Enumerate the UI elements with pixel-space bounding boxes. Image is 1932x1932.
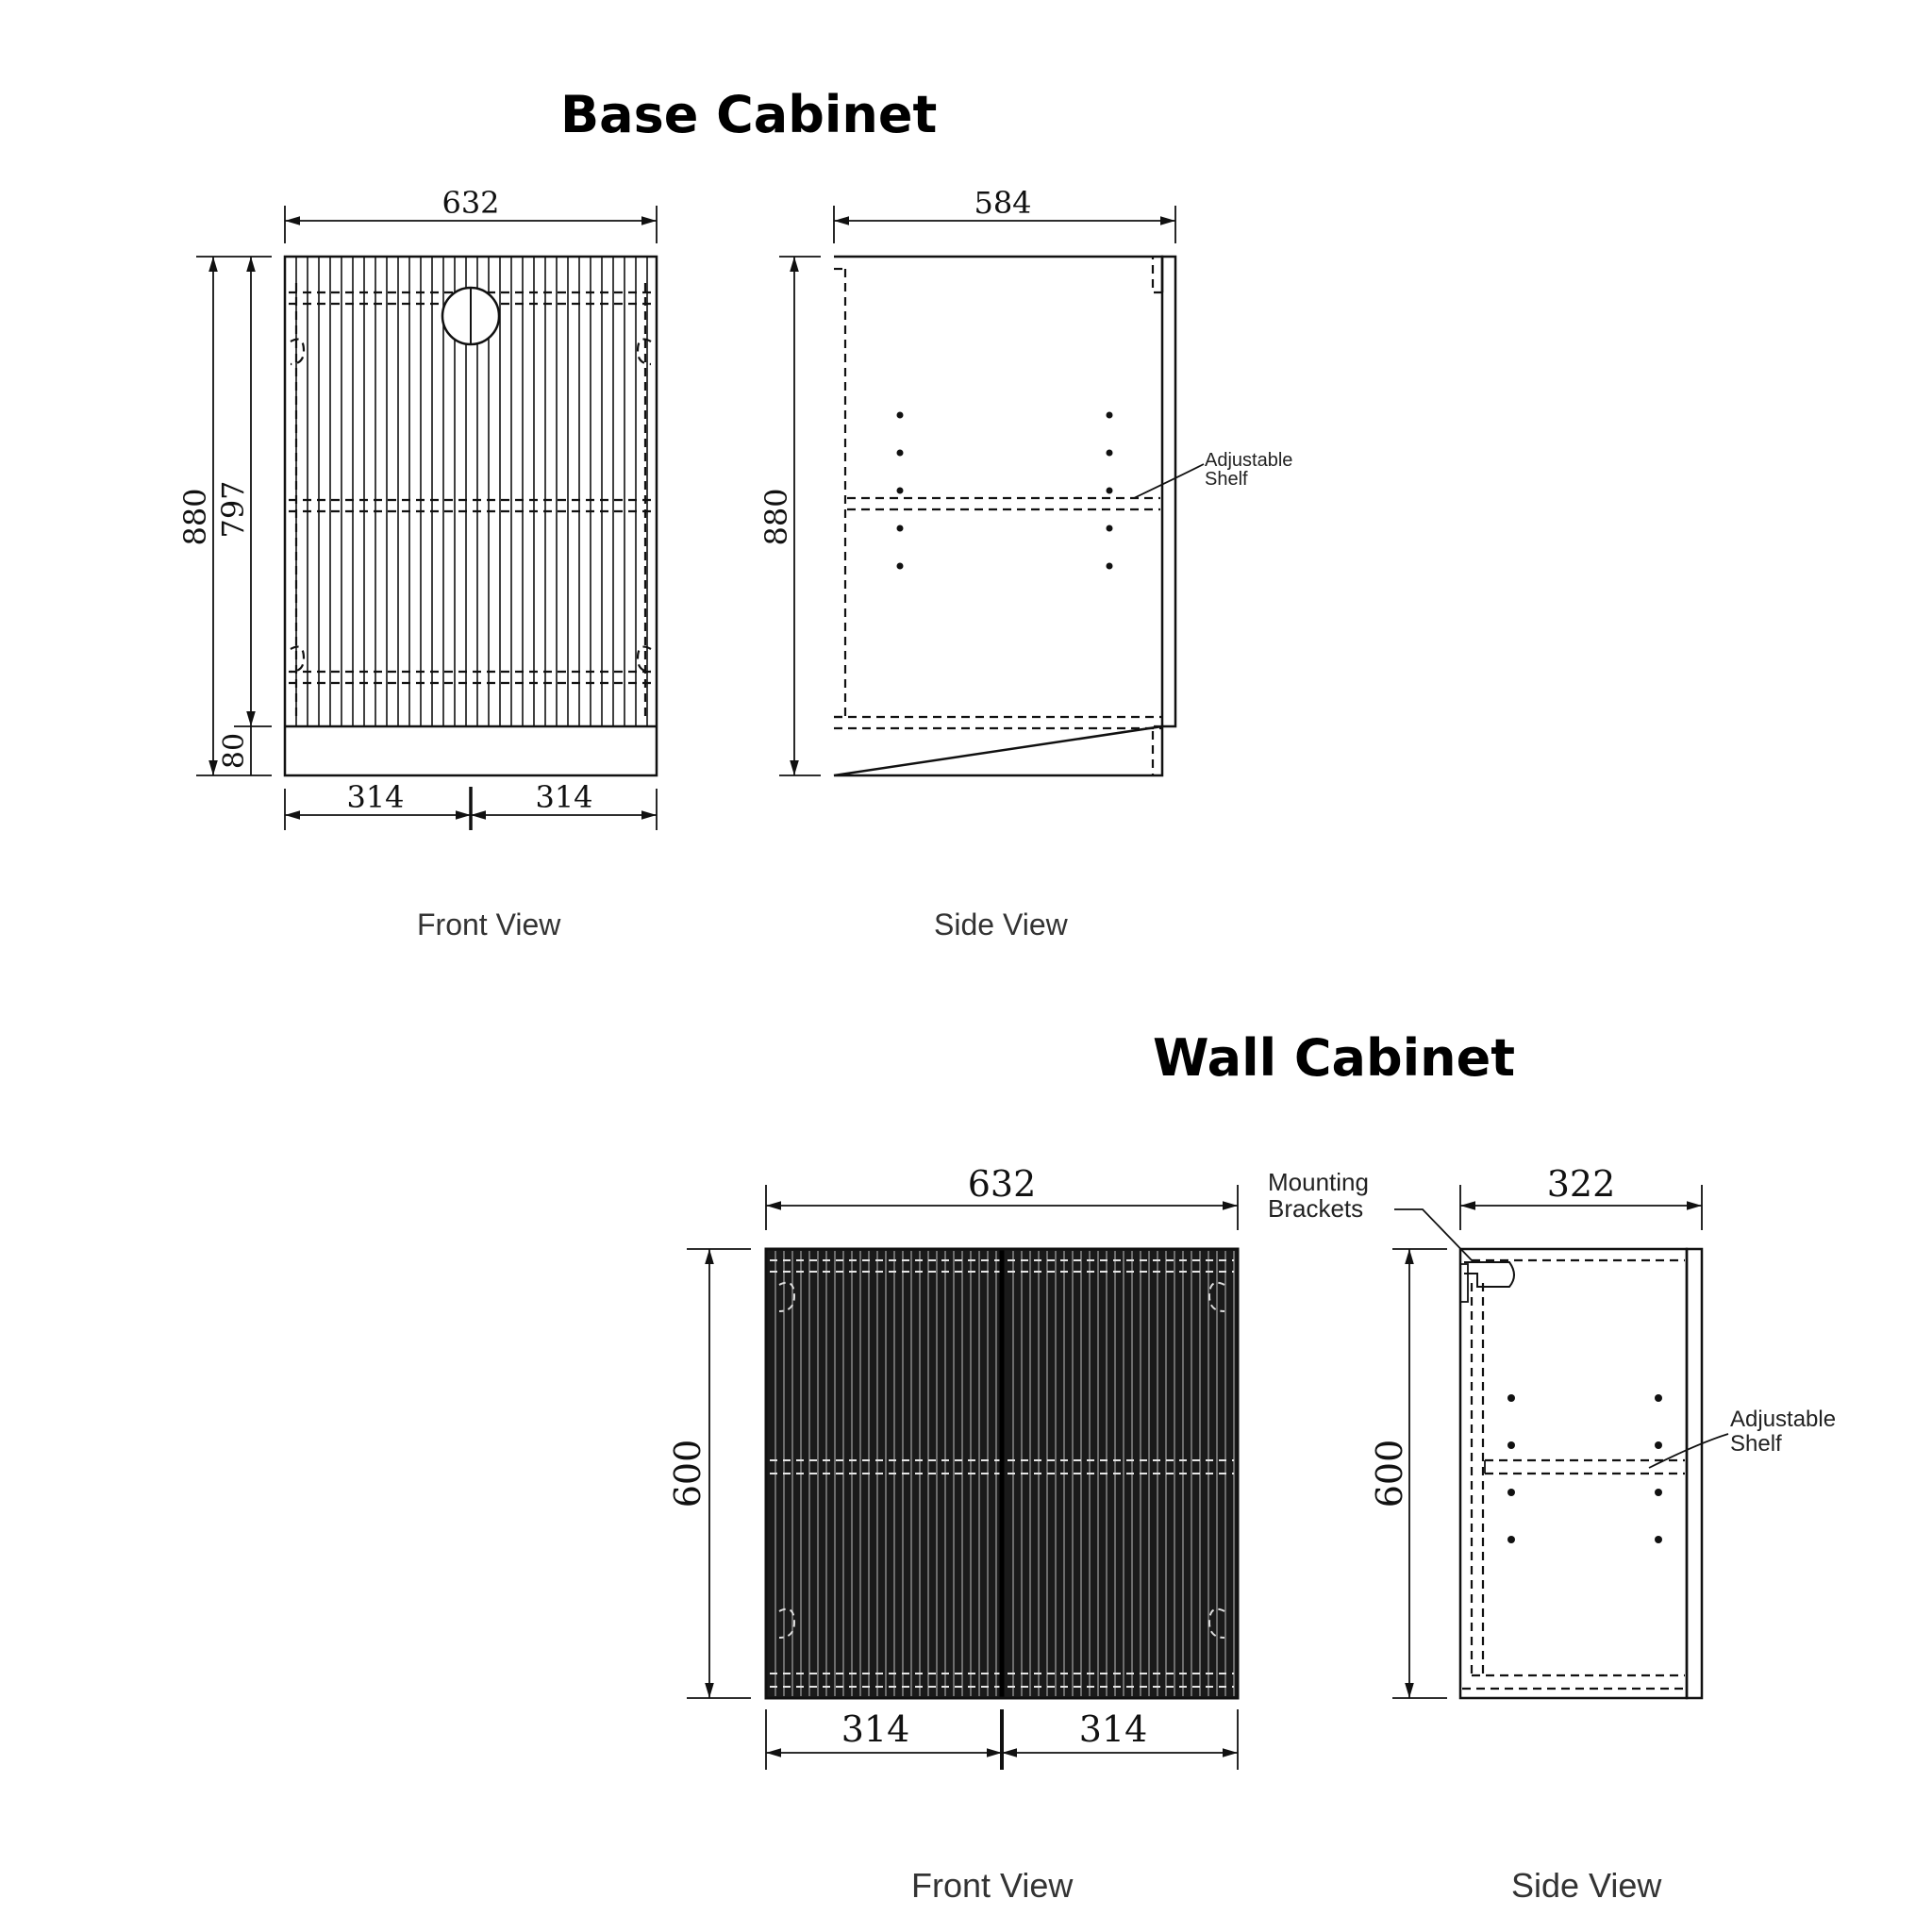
base-shelf-note-line2: Shelf xyxy=(1205,469,1248,490)
pin-hole xyxy=(1655,1536,1662,1543)
base-depth-value: 584 xyxy=(974,185,1031,221)
wall-shelf-note-line2: Shelf xyxy=(1730,1431,1782,1457)
hinge-icon xyxy=(636,338,652,366)
wall-bracket-note-line1: Mounting xyxy=(1268,1168,1369,1196)
pin-hole xyxy=(1106,487,1113,494)
pin-hole xyxy=(1507,1536,1515,1543)
hinge-icon xyxy=(1208,1281,1225,1312)
wall-shelf-pin-holes xyxy=(1507,1394,1662,1543)
pin-hole xyxy=(1106,449,1113,457)
pin-hole xyxy=(1655,1394,1662,1402)
pin-hole xyxy=(896,525,904,532)
wall-side-view: Mounting Brackets Adjustable Shelf 322 6… xyxy=(1268,1163,1836,1700)
base-side-carcass xyxy=(833,255,1164,777)
wall-door-left-value: 314 xyxy=(841,1708,910,1750)
base-side-view: Adjustable Shelf 584 880 xyxy=(758,185,1292,777)
hinge-icon xyxy=(1208,1607,1225,1639)
base-shelf-pin-holes xyxy=(896,411,1113,570)
base-kick-height-value: 80 xyxy=(218,733,251,769)
base-front-view: 632 880 797 80 314 314 xyxy=(177,185,658,830)
base-hidden-lines xyxy=(289,283,653,717)
base-door-right-value: 314 xyxy=(535,779,592,815)
base-side-view-label: Side View xyxy=(934,908,1068,941)
pin-hole xyxy=(1106,562,1113,570)
pin-hole xyxy=(896,411,904,419)
pin-hole xyxy=(1106,525,1113,532)
hinge-icon xyxy=(290,645,306,674)
base-height-value: 880 xyxy=(177,488,213,545)
hinge-icon xyxy=(778,1607,796,1639)
wall-width-value: 632 xyxy=(968,1163,1037,1205)
wall-mounting-bracket xyxy=(1464,1261,1515,1288)
pin-hole xyxy=(1507,1394,1515,1402)
pin-hole xyxy=(1507,1441,1515,1449)
wall-front-view-label: Front View xyxy=(911,1866,1074,1905)
base-body-height-value: 797 xyxy=(215,480,251,538)
base-cabinet-title: Base Cabinet xyxy=(560,85,938,144)
pin-hole xyxy=(1507,1489,1515,1496)
wall-height-value: 600 xyxy=(667,1440,708,1508)
pin-hole xyxy=(1655,1489,1662,1496)
base-side-height-value: 880 xyxy=(758,488,794,545)
wall-shelf-note-line1: Adjustable xyxy=(1730,1407,1836,1432)
wall-depth-value: 322 xyxy=(1547,1163,1616,1205)
base-front-view-label: Front View xyxy=(417,908,561,941)
base-shelf-note-line1: Adjustable xyxy=(1205,450,1292,471)
pin-hole xyxy=(896,487,904,494)
wall-side-view-label: Side View xyxy=(1511,1866,1662,1905)
base-front-outline xyxy=(283,255,658,777)
pin-hole xyxy=(1106,411,1113,419)
wall-cabinet-title: Wall Cabinet xyxy=(1153,1028,1516,1088)
hinge-icon xyxy=(778,1281,796,1312)
wall-bracket-note-line2: Brackets xyxy=(1268,1194,1363,1223)
wall-door-right-value: 314 xyxy=(1079,1708,1148,1750)
wall-side-height-value: 600 xyxy=(1369,1440,1410,1508)
base-width-value: 632 xyxy=(441,185,499,221)
hinge-icon xyxy=(290,338,306,366)
wall-bracket-leader xyxy=(1394,1208,1474,1263)
base-shelf-leader xyxy=(1133,463,1205,499)
pin-hole xyxy=(1655,1441,1662,1449)
pin-hole xyxy=(896,562,904,570)
base-door-left-value: 314 xyxy=(346,779,404,815)
base-side-door-edge xyxy=(1160,255,1177,728)
base-door-slats xyxy=(295,257,648,726)
wall-front-view: 632 600 314 314 xyxy=(667,1163,1240,1770)
wall-side-door-edge xyxy=(1685,1247,1704,1700)
hinge-icon xyxy=(636,645,652,674)
pin-hole xyxy=(896,449,904,457)
wall-shelf-leader xyxy=(1648,1433,1729,1469)
